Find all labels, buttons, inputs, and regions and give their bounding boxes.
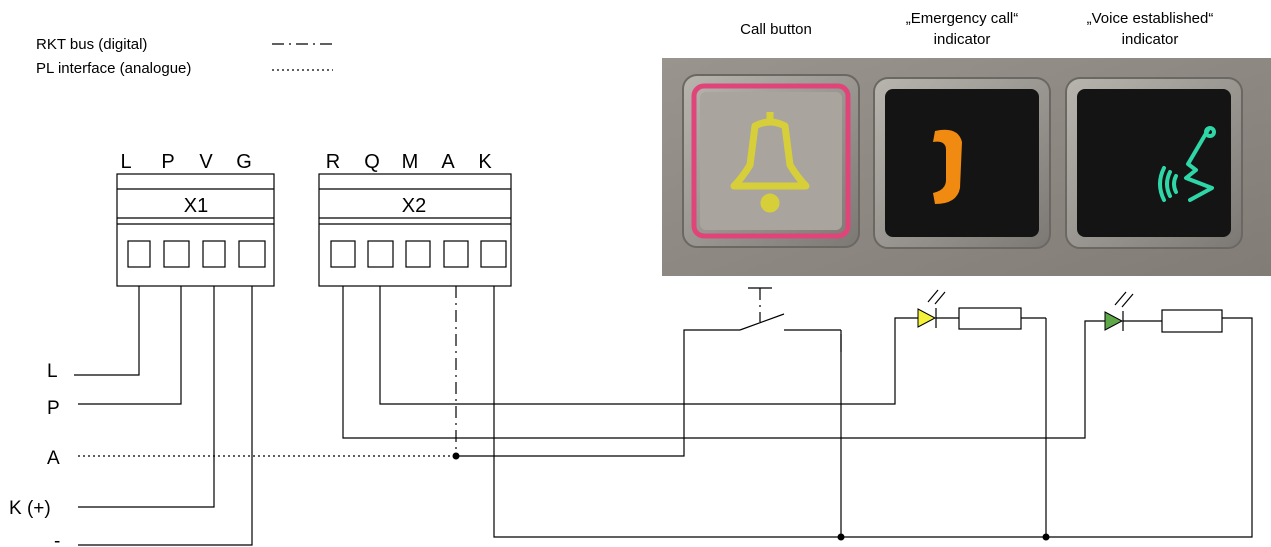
terminal-label-p: P	[47, 398, 60, 419]
x2-name: X2	[402, 195, 426, 217]
x2-screw	[405, 240, 431, 268]
wire-l	[74, 286, 140, 376]
led-yellow-arrow	[927, 289, 939, 303]
x2-screw	[367, 240, 394, 268]
emergency-label-line2: indicator	[934, 31, 991, 48]
terminal-label-a: A	[47, 448, 60, 469]
wire-q	[379, 286, 918, 405]
led-green-arrow	[1121, 293, 1134, 308]
legend-bus-label: RKT bus (digital)	[36, 36, 147, 53]
call-button[interactable]	[682, 74, 860, 248]
x2-screw	[443, 240, 469, 268]
emergency-call-indicator	[873, 77, 1051, 249]
emergency-led-circuit	[917, 289, 1046, 330]
led-yellow-icon	[917, 308, 937, 328]
voice-label-line1: „Voice established“	[1087, 10, 1214, 27]
junction-switch	[837, 533, 845, 541]
junction-led	[1042, 533, 1050, 541]
x1-screw	[202, 240, 226, 268]
call-button-ring	[691, 83, 851, 239]
voice-established-indicator	[1065, 77, 1243, 249]
call-button-switch	[739, 287, 842, 352]
x2-block-outline	[318, 173, 512, 287]
wire-k-return	[493, 286, 1253, 538]
resistor-yellow	[958, 307, 1022, 330]
legend: RKT bus (digital) PL interface (analogue…	[36, 36, 336, 77]
x2-screw	[330, 240, 356, 268]
wire-r	[342, 286, 1105, 439]
terminal-label-minus: -	[54, 531, 60, 547]
wire-k	[78, 286, 215, 508]
terminal-label-l: L	[47, 361, 58, 382]
junction-a	[452, 452, 460, 460]
led-yellow-arrow	[934, 291, 946, 305]
x2-pin-label: A	[441, 151, 455, 173]
call-button-label: Call button	[740, 21, 812, 38]
x2-wiring	[342, 286, 1253, 541]
x2-pin-label: R	[326, 151, 340, 173]
handset-icon	[933, 129, 962, 204]
x1-screw	[163, 240, 190, 268]
legend-pl-label: PL interface (analogue)	[36, 60, 191, 77]
x1-name: X1	[184, 195, 208, 217]
x1-screw	[127, 240, 151, 268]
wire-p	[78, 286, 182, 405]
x1-pin-label: P	[161, 151, 174, 173]
voice-indicator-face	[1077, 89, 1231, 237]
x1-pin-label: L	[120, 151, 131, 173]
emergency-indicator-face	[885, 89, 1039, 237]
emergency-label-line1: „Emergency call“	[906, 10, 1019, 27]
panel-labels: Call button „Emergency call“ indicator „…	[740, 10, 1213, 48]
x1-screw	[238, 240, 266, 268]
switch-blade	[739, 313, 785, 331]
bell-icon	[730, 112, 810, 213]
x2-screw	[480, 240, 507, 268]
voice-led-circuit	[1104, 291, 1223, 333]
indicator-panel	[662, 58, 1271, 276]
x2-terminal-block: R Q M A K X2	[318, 151, 512, 287]
led-green-icon	[1104, 311, 1124, 331]
terminal-labels: L P A K (+) -	[9, 361, 60, 547]
x1-wiring	[74, 286, 456, 546]
wire-a-switch	[456, 329, 740, 457]
x2-pin-label: Q	[364, 151, 380, 173]
voice-label-line2: indicator	[1122, 31, 1179, 48]
x1-terminal-block: L P V G X1	[116, 151, 275, 287]
x1-pin-label: V	[199, 151, 213, 173]
x1-block-outline	[116, 173, 275, 287]
call-button-face	[700, 92, 842, 230]
terminal-label-k: K (+)	[9, 498, 51, 519]
x2-pin-label: K	[478, 151, 492, 173]
voice-icon	[1158, 126, 1216, 202]
led-green-arrow	[1114, 291, 1127, 306]
wire-minus	[78, 286, 253, 546]
x2-pin-label: M	[402, 151, 419, 173]
x1-pin-label: G	[236, 151, 252, 173]
resistor-green	[1161, 309, 1223, 333]
